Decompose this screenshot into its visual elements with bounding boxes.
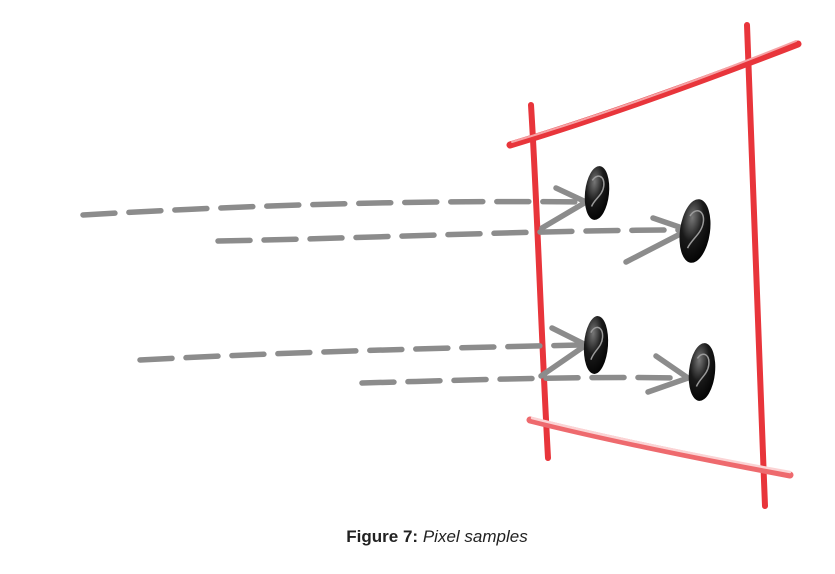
pixel-samples-diagram: [80, 22, 802, 509]
pixel-sample-blob-icon: [584, 166, 610, 220]
dashed-ray-arrow-icon: [539, 185, 589, 231]
pixel-sample-blob-icon: [688, 343, 716, 401]
pixel-sample-blob-icon: [679, 199, 711, 263]
pixel-sample-blob-icon: [583, 316, 609, 374]
figure-caption-text: Pixel samples: [422, 527, 528, 546]
pixel-samples: [583, 166, 716, 401]
dashed-ray-arrow-icon: [623, 215, 691, 265]
ray-4: [359, 374, 683, 386]
rays: [80, 198, 688, 386]
ray-3: [137, 342, 583, 363]
dashed-ray-arrow-icon: [538, 325, 589, 379]
ray-2: [215, 227, 688, 244]
frame-right-edge: [744, 22, 768, 509]
dashed-ray-arrow-icon: [645, 353, 691, 395]
figure-caption: Figure 7: Pixel samples: [0, 527, 835, 547]
arrow-heads: [538, 185, 691, 395]
pixel-frame: [506, 22, 802, 509]
figure-caption-label: Figure 7:: [346, 527, 419, 546]
frame-top-edge: [506, 40, 802, 149]
frame-bottom-edge-highlight: [530, 416, 792, 474]
frame-bottom-edge: [526, 416, 794, 479]
ray-1: [80, 198, 583, 218]
frame-top-edge-highlight: [511, 40, 797, 143]
frame-left-edge: [528, 102, 551, 461]
